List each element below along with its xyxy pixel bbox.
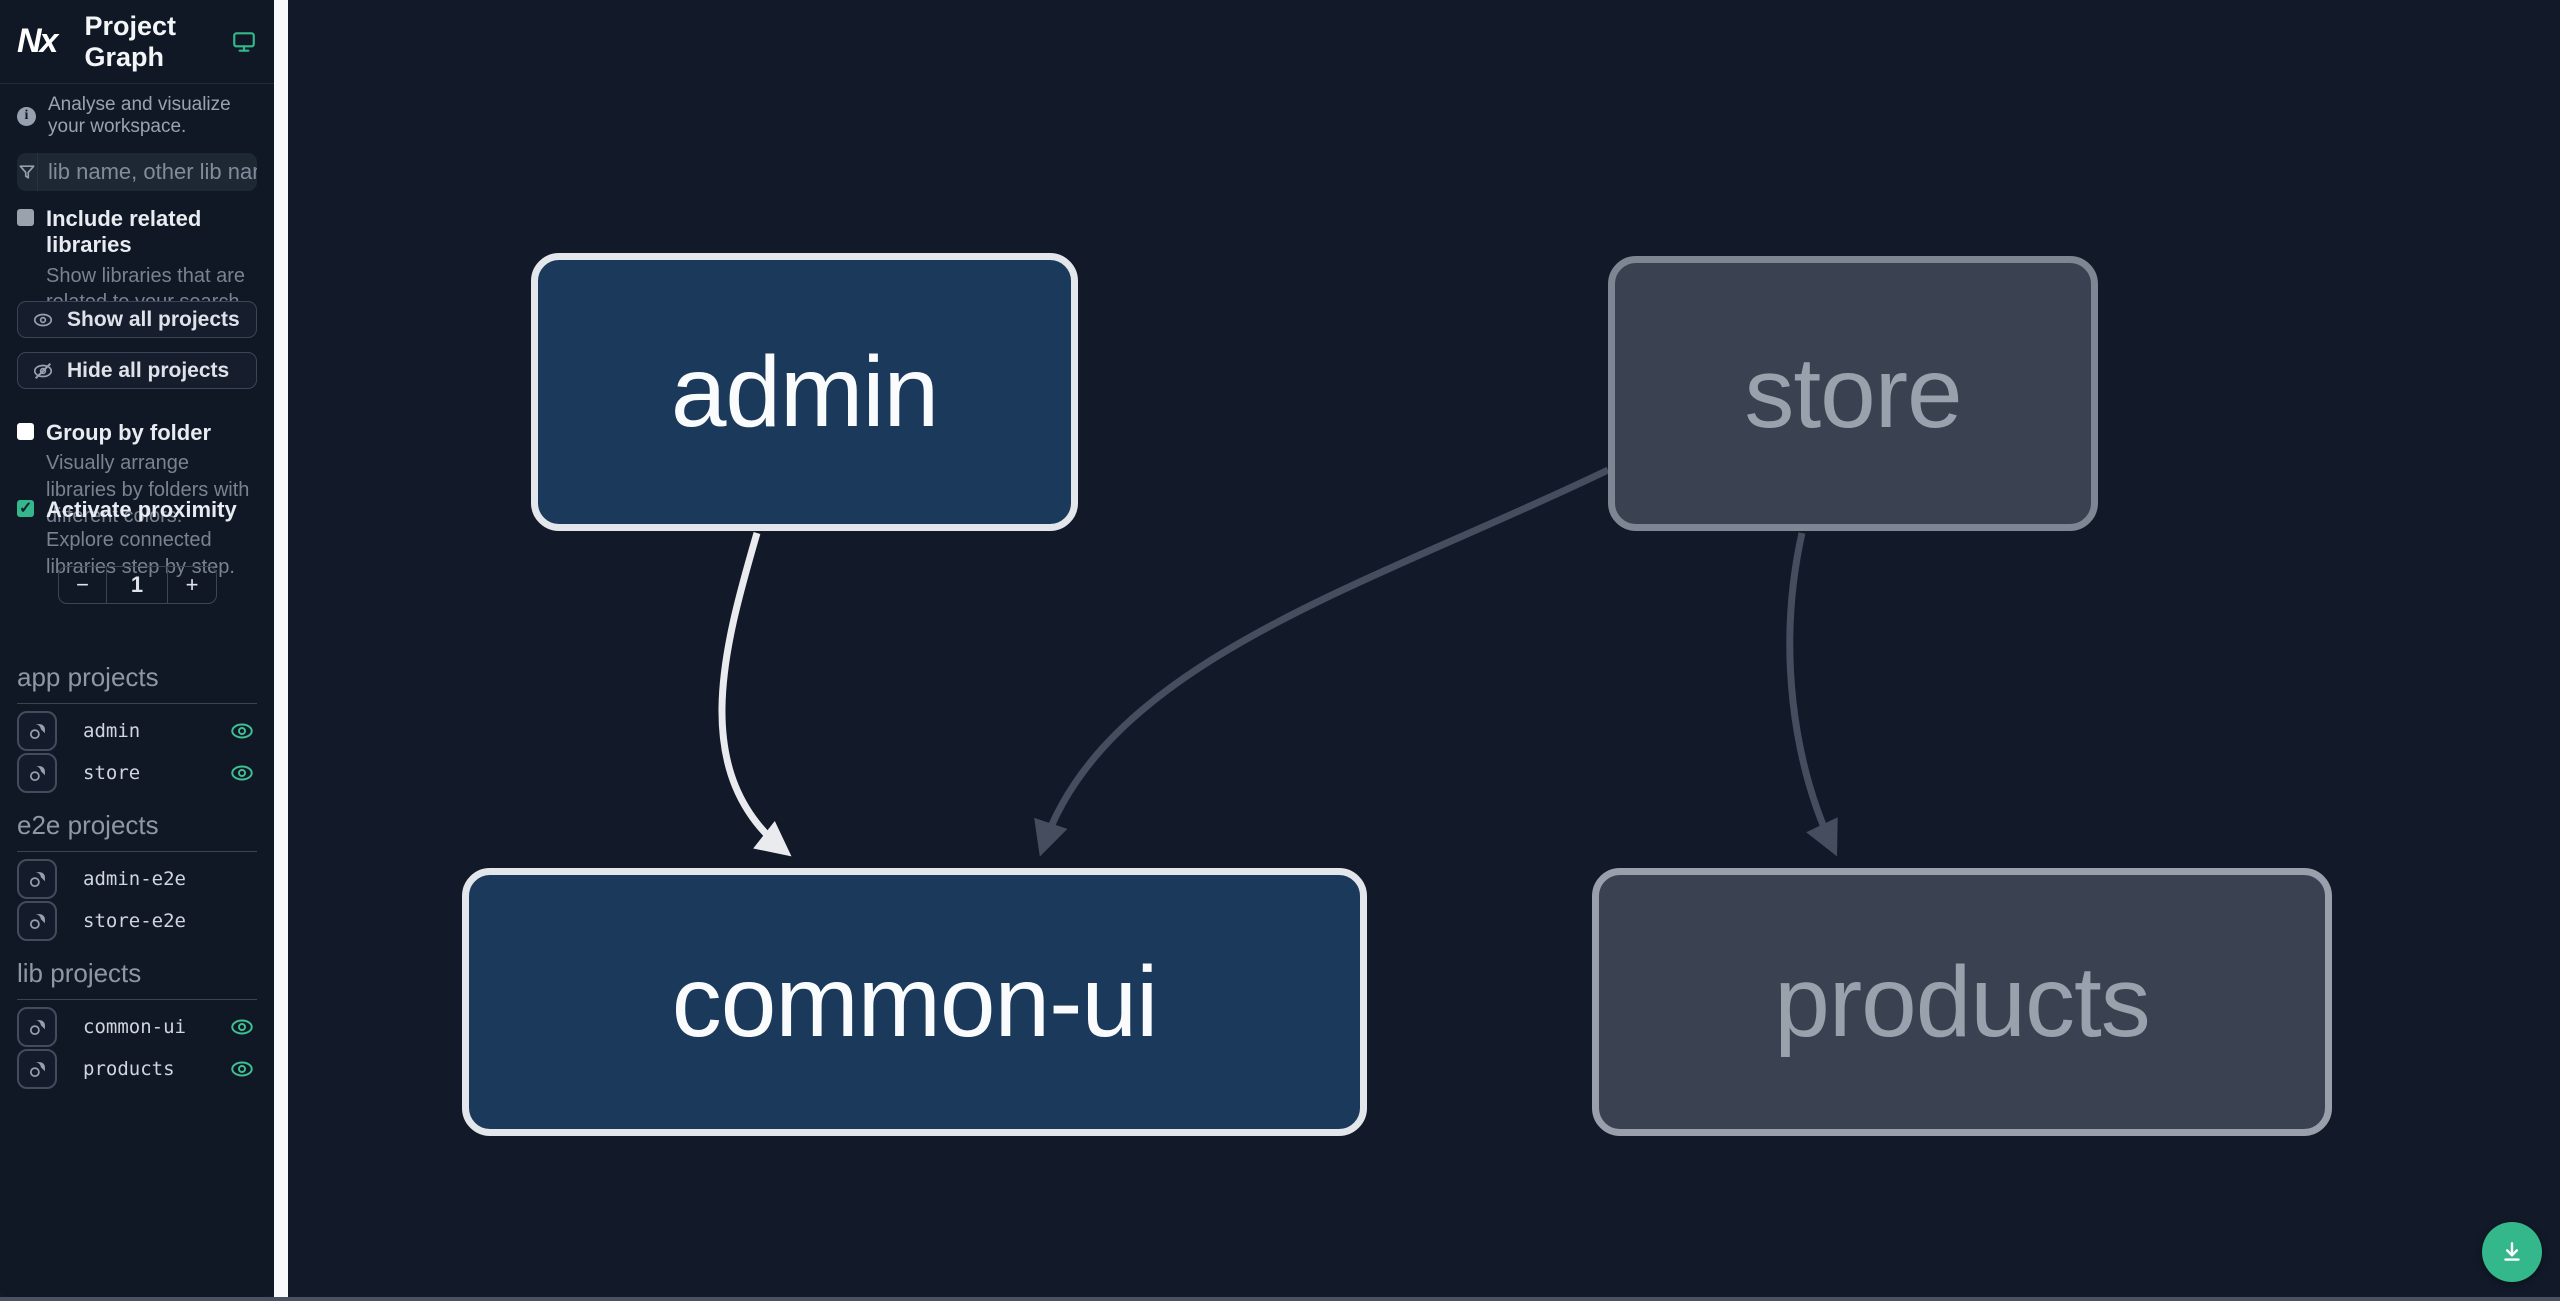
- option-group-by-folder[interactable]: Group by folder Visually arrange librari…: [0, 420, 274, 530]
- focus-project-button[interactable]: [17, 901, 57, 941]
- project-row-store-e2e: store-e2e: [10, 900, 264, 942]
- option-include-related[interactable]: Include related libraries Show libraries…: [0, 206, 274, 316]
- focus-project-button[interactable]: [17, 1049, 57, 1089]
- graph-node-store[interactable]: store: [1608, 256, 2098, 531]
- edge-store-to-products[interactable]: [1786, 532, 1838, 857]
- option-description: Visually arrange libraries by folders wi…: [46, 452, 250, 528]
- section-heading-e2e-projects: e2e projects: [17, 810, 257, 852]
- filter-box: [17, 153, 257, 191]
- focus-project-button[interactable]: [17, 753, 57, 793]
- focus-icon: [29, 913, 45, 929]
- toggle-visibility-store[interactable]: [228, 760, 256, 786]
- graph-node-common-ui[interactable]: common-ui: [462, 868, 1367, 1136]
- button-label: Hide all projects: [67, 358, 230, 382]
- node-label: admin: [670, 335, 939, 448]
- graph-node-products[interactable]: products: [1592, 868, 2332, 1136]
- proximity-stepper: − 1 +: [58, 566, 217, 604]
- option-label: Include related libraries: [46, 206, 202, 258]
- horizontal-scrollbar[interactable]: [0, 1297, 2560, 1301]
- toggle-visibility-products[interactable]: [228, 1056, 256, 1082]
- download-graph-button[interactable]: [2482, 1222, 2542, 1282]
- project-name: admin-e2e: [83, 868, 186, 890]
- proximity-value: 1: [130, 572, 144, 597]
- eye-icon: [231, 1019, 253, 1035]
- eye-icon: [231, 765, 253, 781]
- lib-filter-input[interactable]: [38, 153, 257, 191]
- focus-project-button[interactable]: [17, 711, 57, 751]
- node-label: products: [1774, 945, 2151, 1058]
- project-row-admin: admin: [10, 710, 264, 752]
- download-icon: [2504, 1242, 2520, 1261]
- edge-admin-to-common-ui[interactable]: [718, 532, 792, 857]
- focus-icon: [29, 723, 45, 739]
- node-label: store: [1744, 337, 1962, 449]
- show-all-projects-button[interactable]: Show all projects: [17, 301, 257, 338]
- eye-off-icon: [33, 362, 53, 379]
- filter-funnel-icon: [17, 153, 38, 191]
- tagline-text: Analyse and visualize your workspace.: [48, 94, 231, 137]
- sidebar: Nx Project Graph i Analyse and visualize…: [0, 0, 274, 1297]
- focus-icon: [29, 1061, 45, 1077]
- project-name: products: [83, 1058, 175, 1080]
- project-name: store: [83, 762, 141, 784]
- sidebar-header: Nx Project Graph: [0, 0, 274, 84]
- vertical-scrollbar[interactable]: [274, 0, 288, 1297]
- info-icon: i: [17, 106, 36, 126]
- project-row-admin-e2e: admin-e2e: [10, 858, 264, 900]
- toggle-visibility-common-ui[interactable]: [228, 1014, 256, 1040]
- page-title: Project Graph: [84, 10, 177, 72]
- graph-node-admin[interactable]: admin: [531, 253, 1078, 531]
- option-label: Group by folder: [46, 420, 211, 445]
- project-row-products: products: [10, 1048, 264, 1090]
- focus-icon: [29, 765, 45, 781]
- eye-icon: [33, 313, 53, 326]
- project-row-common-ui: common-ui: [10, 1006, 264, 1048]
- edge-store-to-common-ui[interactable]: [1034, 466, 1610, 857]
- toggle-visibility-admin[interactable]: [228, 718, 256, 744]
- eye-icon: [231, 1061, 253, 1077]
- focus-project-button[interactable]: [17, 1007, 57, 1047]
- checkbox-activate-proximity[interactable]: [17, 498, 34, 518]
- project-name: common-ui: [83, 1016, 186, 1038]
- hide-all-projects-button[interactable]: Hide all projects: [17, 352, 257, 389]
- section-heading-app-projects: app projects: [17, 662, 257, 704]
- option-description: Explore connected libraries step by step…: [46, 529, 235, 578]
- proximity-increment-button[interactable]: +: [167, 567, 216, 603]
- focus-icon: [29, 1019, 45, 1035]
- proximity-decrement-button[interactable]: −: [59, 567, 107, 603]
- node-label: common-ui: [671, 945, 1159, 1058]
- focus-project-button[interactable]: [17, 859, 57, 899]
- checkbox-include-related[interactable]: [17, 209, 34, 226]
- workspace-tagline: i Analyse and visualize your workspace.: [0, 94, 274, 138]
- eye-icon: [231, 723, 253, 739]
- option-label: Activate proximity: [46, 497, 237, 522]
- project-name: admin: [83, 720, 141, 742]
- monitor-icon[interactable]: [231, 29, 257, 55]
- option-activate-proximity[interactable]: Activate proximity Explore connected lib…: [0, 497, 274, 580]
- nx-logo: Nx: [17, 22, 58, 60]
- section-heading-lib-projects: lib projects: [17, 958, 257, 1000]
- focus-icon: [29, 871, 45, 887]
- checkbox-group-by-folder[interactable]: [17, 423, 34, 440]
- project-name: store-e2e: [83, 910, 186, 932]
- project-row-store: store: [10, 752, 264, 794]
- button-label: Show all projects: [67, 307, 240, 331]
